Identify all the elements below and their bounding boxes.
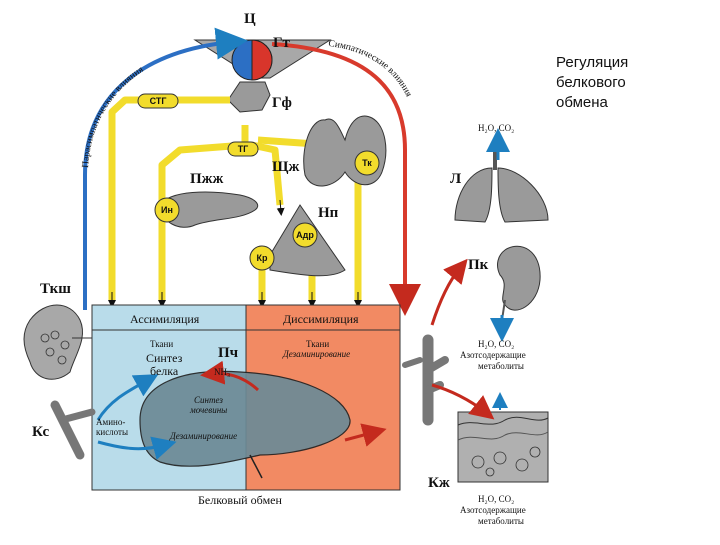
- synthesis-line-2: белка: [150, 364, 179, 378]
- nh3-arrow: [200, 360, 260, 392]
- skin-products-line-2: Азотсодержащие: [460, 505, 526, 515]
- thyroid-hormone-label: Тк: [362, 158, 372, 168]
- pancreas-label: Пжж: [190, 171, 224, 187]
- to-skin-arrow: [431, 383, 495, 420]
- stg-badge-bg: [137, 93, 179, 109]
- tg-label: ТГ: [237, 144, 249, 154]
- liver-deamination-label: Дезаминирование: [170, 431, 238, 441]
- skin-products-line-1: H₂O, CO₂: [478, 494, 515, 504]
- tk-badge-bg: [354, 150, 380, 176]
- sympathetic-label-path: Симпатические влияния: [328, 39, 414, 99]
- skin-products-line-3: метаболиты: [478, 516, 524, 526]
- slide-title-line-2: белкового: [556, 74, 626, 91]
- intestine-wall-shape: [23, 304, 92, 380]
- synthesis-line-1: Синтез: [146, 351, 183, 365]
- skin-shape: [457, 411, 549, 483]
- to-kidney-arrow: [430, 258, 468, 326]
- amino-to-liver-arrow: [97, 436, 177, 460]
- pituitary-label: Гф: [272, 95, 292, 111]
- pituitary-shape: [227, 81, 271, 113]
- urea-synthesis-line-1: Синтез: [194, 395, 223, 405]
- tissue-left-label: Ткани: [150, 339, 174, 349]
- parasympathetic-line: [83, 27, 248, 310]
- amino-acids-line-1: Амино-: [96, 417, 126, 427]
- sympathetic-label: Симпатические влияния: [328, 39, 414, 99]
- insulin-badge-bg: [154, 197, 180, 223]
- svg-text:Симпатические влияния: Симпатические влияния: [328, 39, 414, 99]
- tg-badge-bg: [227, 141, 259, 157]
- stg-label: СТГ: [149, 96, 167, 106]
- thyroid-gland-shape: [303, 115, 387, 187]
- nh3-label: NH₃: [214, 367, 231, 377]
- intestine-wall-label: Ткш: [40, 281, 71, 297]
- assimilation-label: Ассимиляция: [130, 312, 200, 326]
- hypothalamus-label: Гт: [273, 35, 290, 51]
- kidney-label: Пк: [468, 257, 489, 273]
- kidney-products-line-3: метаболиты: [478, 361, 524, 371]
- cortex-half-red: [251, 39, 273, 81]
- lungs-shape: [454, 152, 549, 223]
- slide-title-line-3: обмена: [556, 94, 608, 111]
- kidney-products-line-1: H₂O, CO₂: [478, 339, 515, 349]
- tissue-right-label: Ткани: [306, 339, 330, 349]
- cortisol-label: Кр: [256, 253, 268, 263]
- adrenaline-badge-bg: [292, 222, 318, 248]
- amino-to-tissue-arrow: [96, 374, 159, 421]
- right-vessel-shape: [402, 334, 449, 426]
- slide-title-line-1: Регуляция: [556, 54, 629, 71]
- yellow-path-outlines: [108, 199, 362, 308]
- urea-synthesis-line-2: мочевины: [190, 405, 228, 415]
- adrenal-label: Нп: [318, 205, 339, 221]
- adrenaline-label: Адр: [296, 230, 314, 240]
- protein-metabolism-caption: Белковый обмен: [198, 493, 282, 507]
- cortex-label: Ц: [244, 11, 256, 27]
- blood-vessels-label: Кс: [32, 424, 50, 440]
- amino-acids-line-2: кислоты: [96, 427, 129, 437]
- deamination-right-label: Дезаминирование: [283, 349, 351, 359]
- kidney-shape: [497, 245, 541, 321]
- lungs-products-label: H₂O, CO₂: [478, 123, 515, 133]
- lungs-label: Л: [450, 171, 462, 187]
- blood-vessels-shape: [50, 400, 96, 460]
- pancreas-shape: [159, 191, 259, 228]
- liver-label: Пч: [218, 345, 239, 361]
- kidney-products-line-2: Азотсодержащие: [460, 350, 526, 360]
- dissimilation-label: Диссимиляция: [283, 312, 359, 326]
- slide-title: Регуляция белкового обмена: [556, 53, 716, 113]
- thyroid-gland-label: Щж: [272, 159, 300, 175]
- cortisol-badge-bg: [249, 245, 275, 271]
- deamination-arrow: [344, 423, 387, 447]
- insulin-label: Ин: [161, 205, 173, 215]
- skin-label: Кж: [428, 475, 450, 491]
- sympathetic-line: [271, 42, 421, 316]
